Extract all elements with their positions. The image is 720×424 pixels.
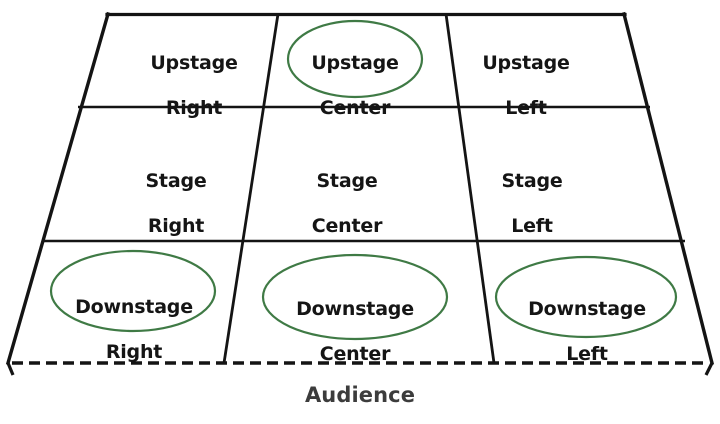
stage-corner-tick-left [6, 362, 15, 376]
highlight-ellipse-downstage-right [49, 249, 217, 333]
highlight-ellipse-downstage-center [261, 253, 449, 341]
highlight-ellipse-downstage-left [494, 255, 678, 339]
column-divider-right-center [222, 13, 280, 364]
audience-label: Audience [304, 383, 416, 407]
stage-edge-left [5, 11, 111, 366]
highlight-ellipse-upstage-center [286, 19, 424, 99]
stage-corner-tick-right [704, 362, 714, 376]
column-divider-center-left [444, 13, 496, 364]
stage-floor-trapezoid [8, 14, 712, 363]
stage-edge-right [621, 11, 715, 366]
